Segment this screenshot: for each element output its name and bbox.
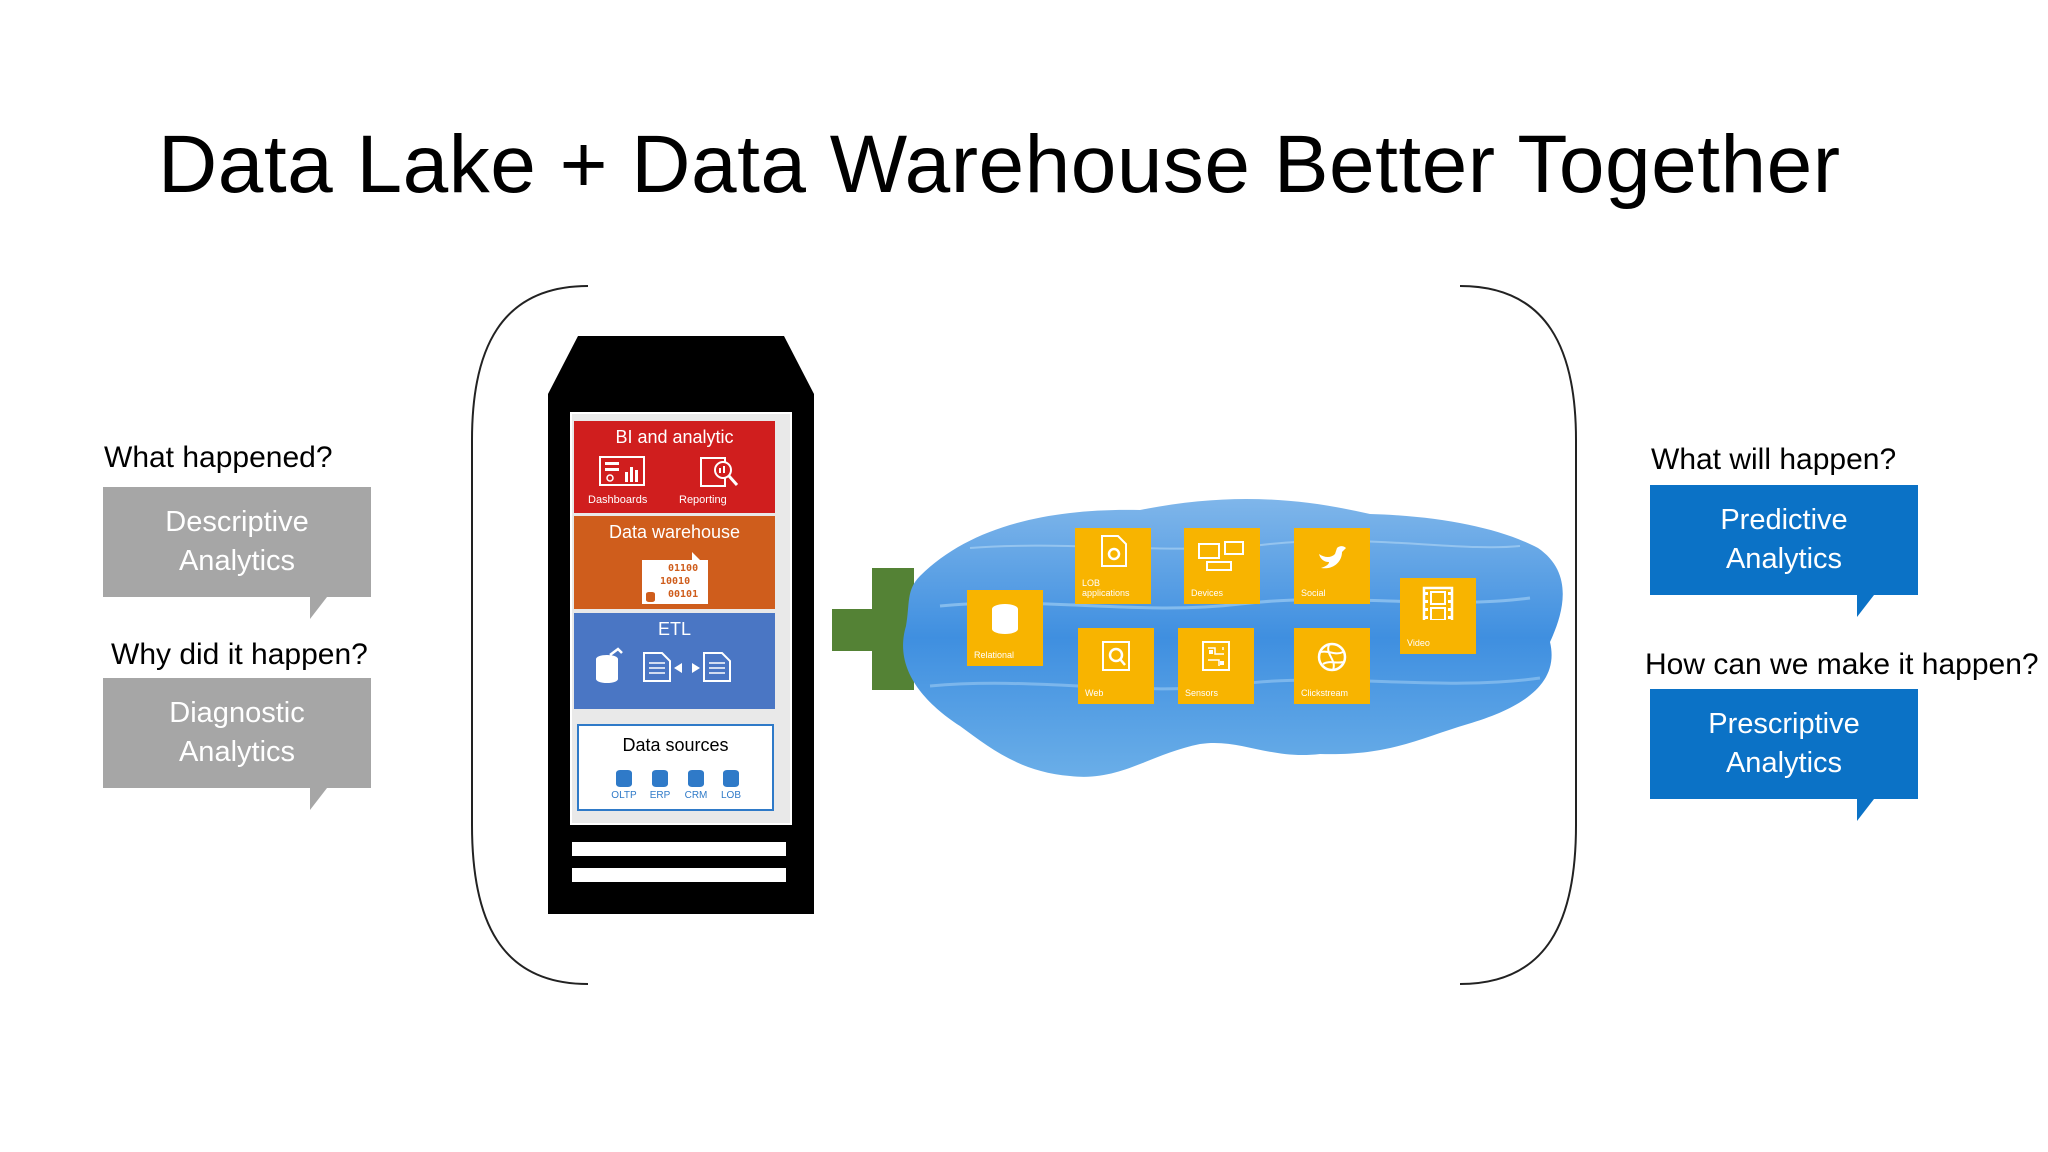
question-what-will-happen: What will happen?: [1651, 443, 1897, 476]
devices-icon: [1198, 541, 1244, 571]
source-label: LOB: [720, 790, 741, 801]
dashboards-label: Dashboards: [588, 494, 648, 506]
binary-line: 00101: [668, 589, 699, 600]
document-icon: [703, 652, 731, 682]
document-icon: [643, 652, 671, 682]
bubble-line: Predictive: [1720, 504, 1848, 536]
source-label: ERP: [649, 790, 671, 801]
tile-clickstream: Clickstream: [1294, 628, 1370, 704]
source-oltp: OLTP: [609, 770, 639, 801]
web-icon: [1102, 641, 1130, 671]
bubble-tail: [310, 788, 327, 810]
binary-line: 10010: [660, 576, 691, 587]
tile-label: Sensors: [1185, 688, 1219, 698]
data-warehouse-server: BI and analytic Dashboards Reporting Dat…: [548, 336, 814, 914]
tile-devices: Devices: [1184, 528, 1260, 604]
data-sources-box: Data sources OLTP ERP CRM LOB: [577, 724, 774, 811]
server-slot: [572, 842, 786, 856]
gear-file-icon: [1101, 535, 1127, 567]
tile-relational: Relational: [967, 590, 1043, 666]
source-erp: ERP: [645, 770, 675, 801]
tile-label: Clickstream: [1301, 688, 1349, 698]
database-icon: [723, 770, 739, 787]
bi-panel-title: BI and analytic: [615, 427, 734, 447]
database-icon: [646, 592, 655, 602]
dashboard-icon: [599, 456, 645, 486]
bubble-tail: [310, 597, 327, 619]
globe-icon: [1317, 642, 1347, 672]
binary-digits: 01100 10010 00101: [660, 562, 698, 601]
etl-panel: ETL: [574, 613, 775, 709]
tile-social: Social: [1294, 528, 1370, 604]
database-icon: [992, 604, 1018, 634]
bubble-line: Analytics: [1725, 747, 1843, 779]
reporting-label: Reporting: [679, 494, 727, 506]
bubble-tail: [1857, 595, 1874, 617]
bi-analytic-panel: BI and analytic Dashboards Reporting: [574, 421, 775, 513]
bubble-line: Analytics: [178, 545, 296, 577]
tile-label: Video: [1407, 638, 1430, 648]
bubble-line: Analytics: [178, 736, 296, 768]
database-icon: [652, 770, 668, 787]
question-how-can-we-make-it-happen: How can we make it happen?: [1645, 648, 2039, 681]
database-icon: [616, 770, 632, 787]
tile-video: Video: [1400, 578, 1476, 654]
tile-label: Devices: [1191, 588, 1224, 598]
bubble-line: Analytics: [1725, 543, 1843, 575]
source-label: CRM: [684, 790, 708, 801]
report-magnifier-icon: [700, 457, 739, 487]
tile-label: Relational: [974, 650, 1015, 660]
question-why-did-it-happen: Why did it happen?: [111, 638, 368, 671]
tile-sensors: Sensors: [1178, 628, 1254, 704]
bubble-line: Diagnostic: [169, 697, 305, 729]
bubble-line: Prescriptive: [1708, 708, 1860, 740]
tile-label-line: applications: [1082, 588, 1130, 598]
server-slot: [572, 868, 786, 882]
binary-line: 01100: [668, 563, 699, 574]
source-label: OLTP: [611, 790, 637, 801]
etl-panel-title: ETL: [657, 619, 691, 639]
data-sources-title: Data sources: [622, 735, 729, 755]
bubble-line: Descriptive: [165, 506, 309, 538]
film-icon: [1422, 586, 1454, 620]
database-icon: [596, 647, 623, 683]
dw-panel-title: Data warehouse: [608, 522, 741, 542]
data-warehouse-panel: Data warehouse 01100 10010 00101: [574, 516, 775, 609]
tile-web: Web: [1078, 628, 1154, 704]
binary-file-icon: [642, 552, 708, 604]
question-what-happened: What happened?: [104, 441, 333, 474]
bird-icon: [1319, 546, 1346, 569]
bubble-tail: [1857, 799, 1874, 821]
page-title: Data Lake + Data Warehouse Better Togeth…: [158, 119, 1841, 210]
tile-label-line: LOB: [1082, 578, 1101, 588]
tile-label: Social: [1301, 588, 1326, 598]
source-crm: CRM: [681, 770, 711, 801]
sensor-chip-icon: [1202, 641, 1230, 671]
arrows-icon: [674, 663, 700, 673]
tile-label: Web: [1085, 688, 1104, 698]
database-icon: [688, 770, 704, 787]
source-lob: LOB: [716, 770, 746, 801]
enclosing-parentheses: [471, 285, 1577, 985]
